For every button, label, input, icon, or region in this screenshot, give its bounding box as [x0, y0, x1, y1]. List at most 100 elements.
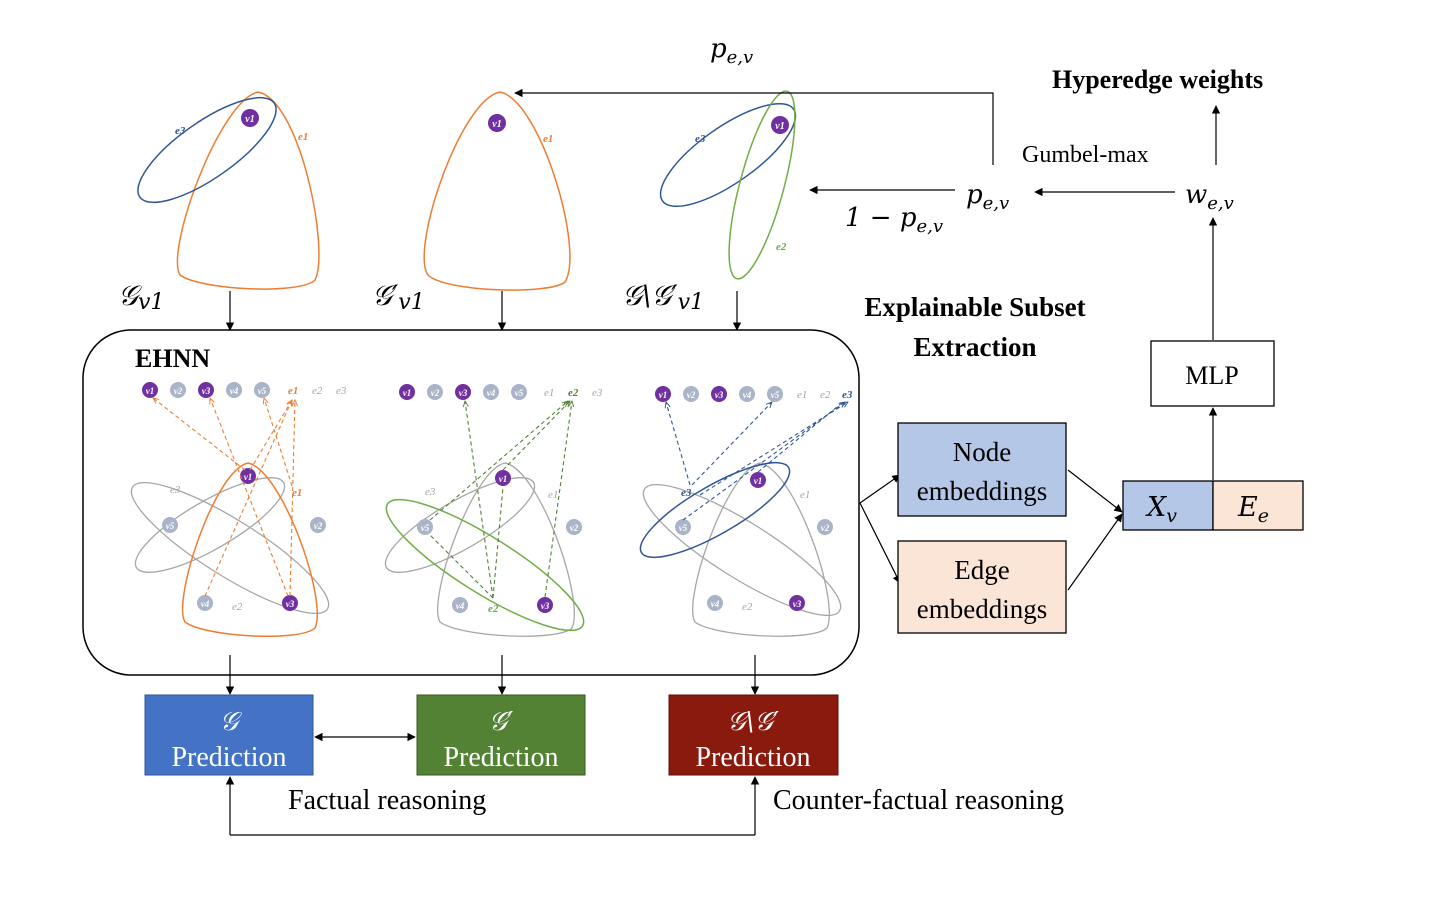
prediction-g-bg — [144, 694, 314, 776]
prediction-gp-symbol: 𝒢′ — [489, 707, 514, 737]
top-g-label-e3: e3 — [175, 125, 186, 137]
label-gumbel-max: Gumbel-max — [1022, 142, 1149, 168]
top-graph-g-diff: v1 e3 e2 — [659, 90, 797, 280]
top-g-label-e1: e1 — [298, 131, 308, 143]
label-p-ev-top: pe,v — [710, 34, 753, 68]
prediction-gp-bg — [416, 694, 586, 776]
node-embeddings-box — [897, 422, 1067, 517]
p2-node-v2: v2 — [570, 523, 579, 533]
p3-node-v2: v2 — [821, 523, 830, 533]
p1-row-v3: v3 — [202, 386, 211, 396]
mlp-box — [1150, 340, 1275, 407]
p2-row-e3: e3 — [592, 387, 603, 399]
p1-node-v5: v5 — [166, 521, 175, 531]
p2-graph-e2: e2 — [488, 603, 499, 615]
p1-node-v1: v1 — [244, 472, 253, 482]
p2-row-v3: v3 — [459, 388, 468, 398]
p3-node-v3: v3 — [793, 599, 802, 609]
p1-graph-e3: e3 — [170, 484, 181, 496]
p3-row-e3: e3 — [842, 389, 853, 401]
p3-row-v2: v2 — [687, 390, 696, 400]
top-graph-g: v1 e3 e1 — [137, 91, 320, 290]
top-gd-node-v1: v1 — [775, 121, 784, 132]
label-counterfactual-reasoning: Counter-factual reasoning — [773, 785, 1064, 816]
p1-graph-e1: e1 — [292, 487, 302, 499]
p3-row-v4: v4 — [743, 390, 752, 400]
p2-row-e1: e1 — [544, 387, 554, 399]
p1-node-v4: v4 — [201, 599, 210, 609]
top-gp-node-v1: v1 — [492, 119, 501, 130]
subset-title-line2: Extraction — [914, 332, 1037, 362]
p1-row-v4: v4 — [230, 386, 239, 396]
ehnn-panel-3: v1 v2 v3 v4 v5 e1 e2 e3 v1 v5 v2 v4 v3 e… — [639, 386, 853, 637]
label-gp-v1: 𝒢′v1 — [372, 279, 425, 315]
p2-row-v2: v2 — [431, 388, 440, 398]
subset-title-line1: Explainable Subset — [864, 292, 1085, 322]
top-gd-label-e3: e3 — [695, 133, 706, 145]
top-g-node-v1: v1 — [245, 114, 254, 125]
prediction-gd-symbol: 𝒢\𝒢′ — [727, 707, 779, 737]
p3-row-v1: v1 — [659, 390, 668, 400]
edge-embeddings-line1: Edge — [954, 555, 1009, 585]
p1-row-v1: v1 — [146, 386, 155, 396]
p3-graph-e3: e3 — [681, 487, 692, 499]
p1-node-v2: v2 — [314, 521, 323, 531]
p2-graph-e3: e3 — [425, 486, 436, 498]
prediction-box-g: 𝒢 Prediction — [144, 694, 314, 776]
ehnn-panel-1: v1 v2 v3 v4 v5 e1 e2 e3 v1 v5 v2 v4 v3 e… — [130, 382, 347, 638]
p2-node-v3: v3 — [541, 601, 550, 611]
prediction-gd-bg — [668, 694, 839, 776]
p1-row-v2: v2 — [174, 386, 183, 396]
ehnn-container — [82, 329, 860, 676]
p2-node-v1: v1 — [499, 474, 508, 484]
p2-row-v1: v1 — [403, 388, 412, 398]
top-gd-label-e2: e2 — [776, 241, 787, 253]
top-graph-g-prime: v1 e1 — [423, 91, 571, 291]
p1-graph-e2: e2 — [232, 601, 243, 613]
p2-row-v4: v4 — [487, 388, 496, 398]
p3-row-v5: v5 — [771, 390, 780, 400]
node-embeddings-line1: Node — [953, 437, 1011, 467]
mlp-label: MLP — [1185, 361, 1238, 390]
prediction-gd-label: Prediction — [695, 742, 810, 773]
p1-row-e2: e2 — [312, 385, 323, 397]
label-gdiff-v1: 𝒢\𝒢′v1 — [622, 279, 704, 315]
ehnn-panel-2: v1 v2 v3 v4 v5 e1 e2 e3 v1 v5 v2 v4 v3 e… — [384, 384, 603, 637]
prediction-g-symbol: 𝒢 — [220, 707, 243, 737]
p2-node-v5: v5 — [421, 523, 430, 533]
node-embeddings-line2: embeddings — [917, 476, 1047, 506]
label-w-ev: we,v — [1185, 180, 1234, 214]
label-p-ev-mid: pe,v — [966, 180, 1009, 214]
p3-node-v1: v1 — [754, 476, 763, 486]
p3-node-v5: v5 — [679, 523, 688, 533]
prediction-gp-label: Prediction — [443, 742, 558, 773]
p2-row-e2: e2 — [568, 387, 579, 399]
p3-row-e1: e1 — [797, 389, 807, 401]
ee-label: Ee — [1237, 492, 1269, 527]
p1-row-v5: v5 — [258, 386, 267, 396]
edge-embeddings-line2: embeddings — [917, 594, 1047, 624]
label-g-v1: 𝒢v1 — [118, 279, 164, 315]
ehnn-label: EHNN — [135, 344, 210, 373]
p3-node-v4: v4 — [711, 599, 720, 609]
edge-embeddings-box — [897, 540, 1067, 634]
p2-row-v5: v5 — [515, 388, 524, 398]
p3-row-v3: v3 — [715, 390, 724, 400]
p3-graph-e2: e2 — [742, 601, 753, 613]
prediction-g-label: Prediction — [171, 742, 286, 773]
ee-box — [1212, 480, 1304, 531]
top-gp-label-e1: e1 — [543, 133, 553, 145]
p3-row-e2: e2 — [820, 389, 831, 401]
p1-node-v3: v3 — [286, 599, 295, 609]
label-hyperedge-weights: Hyperedge weights — [1052, 65, 1263, 94]
p1-row-e1: e1 — [288, 385, 298, 397]
p3-graph-e1: e1 — [800, 489, 810, 501]
p1-row-e3: e3 — [336, 385, 347, 397]
prediction-box-g-diff: 𝒢\𝒢′ Prediction — [668, 694, 839, 776]
label-factual-reasoning: Factual reasoning — [288, 785, 486, 816]
p2-graph-e1: e1 — [548, 489, 558, 501]
label-one-minus-p: 1 − pe,v — [845, 203, 943, 237]
p2-node-v4: v4 — [456, 601, 465, 611]
prediction-box-g-prime: 𝒢′ Prediction — [416, 694, 586, 776]
